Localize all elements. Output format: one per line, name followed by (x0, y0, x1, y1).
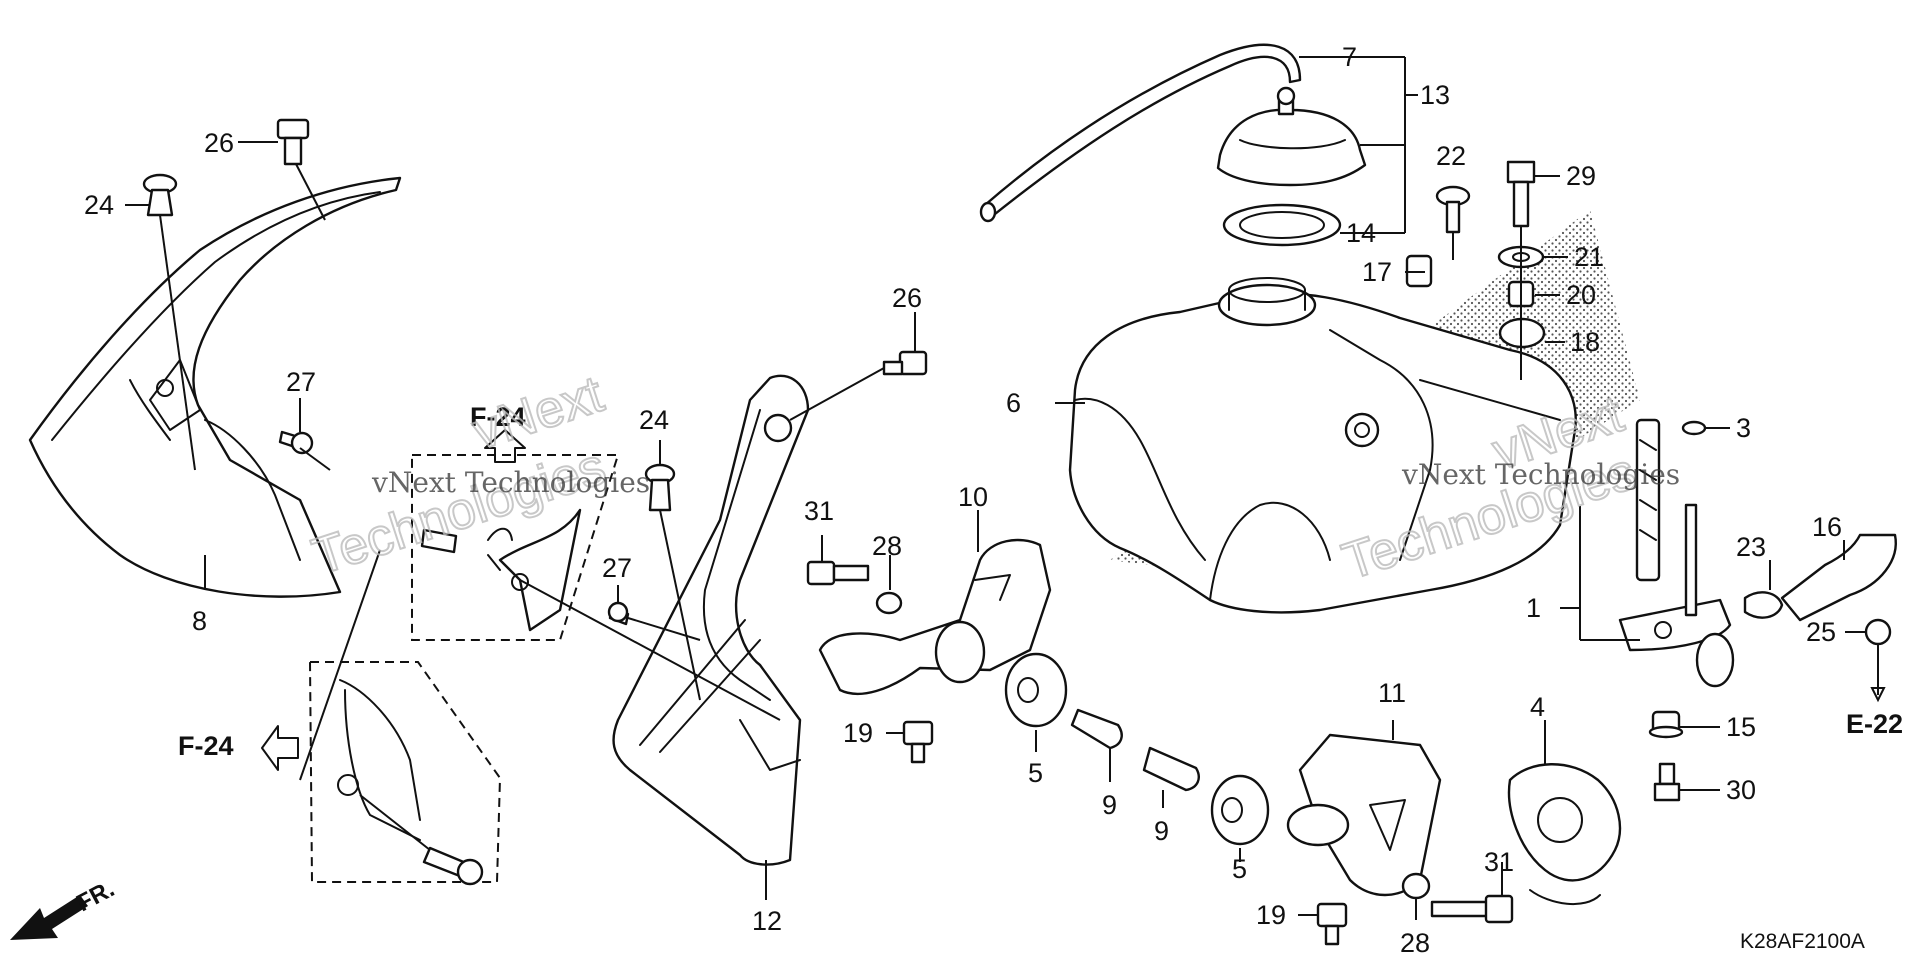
label-29: 29 (1566, 161, 1596, 191)
label-27-center: 27 (602, 553, 632, 583)
label-19-lower: 19 (1256, 900, 1286, 930)
label-25: 25 (1806, 617, 1836, 647)
bracket-part-11 (1286, 733, 1442, 897)
bolt-part-15 (1648, 710, 1684, 739)
cushion-part-5-lower (1210, 774, 1270, 846)
bolt-part-22 (1435, 185, 1471, 234)
diagram-code: K28AF2100A (1740, 930, 1865, 953)
bracket-part-10 (818, 538, 1052, 696)
label-9-upper: 9 (1102, 790, 1117, 820)
label-5-upper: 5 (1028, 758, 1043, 788)
svg-text:vNext Technologies: vNext Technologies (1401, 458, 1680, 491)
label-1: 1 (1526, 593, 1541, 623)
clamp-part-25 (1864, 618, 1892, 646)
washer-part-3 (1681, 420, 1707, 436)
bolt-part-19-lower (1316, 902, 1348, 946)
bolt-part-19-upper (902, 720, 934, 764)
label-28-upper: 28 (872, 531, 902, 561)
left-screw (359, 794, 484, 886)
label-30: 30 (1726, 775, 1756, 805)
left-shroud-part-8 (28, 176, 402, 598)
ref-f24-top: F-24 (470, 402, 526, 432)
label-6: 6 (1006, 388, 1021, 418)
clip-part-24-center (644, 463, 676, 512)
bolt-part-26-left (276, 118, 310, 166)
label-31-upper: 31 (804, 496, 834, 526)
label-21: 21 (1574, 242, 1604, 272)
label-7: 7 (1342, 42, 1357, 72)
label-23: 23 (1736, 532, 1766, 562)
screw-part-27-center (607, 601, 630, 626)
label-10: 10 (958, 482, 988, 512)
left-bracket-outline (308, 661, 502, 883)
label-8: 8 (192, 606, 207, 636)
label-31-lower: 31 (1484, 847, 1514, 877)
callout-labels: 7 13 14 22 17 29 21 20 18 3 6 1 16 23 25… (84, 42, 1842, 958)
watermark-left: vNext Technologies vNext Technologies (305, 364, 650, 587)
clip-part-23 (1743, 591, 1784, 619)
front-direction-arrow: FR. (10, 875, 119, 940)
bolt-part-26-center (882, 350, 928, 376)
label-27-left: 27 (286, 367, 316, 397)
breather-hose-part-7 (979, 43, 1302, 223)
label-3: 3 (1736, 413, 1751, 443)
bolt-part-31-upper (806, 560, 870, 586)
label-26-center: 26 (892, 283, 922, 313)
fuel-tank-part-6 (1068, 277, 1577, 614)
fuel-cap (1216, 86, 1367, 187)
label-28-lower: 28 (1400, 928, 1430, 958)
left-inner-bracket (337, 679, 421, 841)
label-15: 15 (1726, 712, 1756, 742)
f24-left-arrow (261, 725, 299, 771)
cushion-part-5-upper (1004, 652, 1068, 728)
f24-top-arrow (484, 429, 526, 463)
upper-inner-bracket (420, 508, 582, 632)
label-24-center: 24 (639, 405, 669, 435)
collar-part-9-upper (1070, 708, 1123, 750)
label-17: 17 (1362, 257, 1392, 287)
leader-lines (125, 56, 1886, 920)
label-12: 12 (752, 906, 782, 936)
label-4: 4 (1530, 692, 1545, 722)
upper-bracket-outline (411, 454, 620, 641)
label-24-left: 24 (84, 190, 114, 220)
clip-part-24-left (142, 173, 178, 217)
washer-part-28-upper (875, 591, 903, 615)
center-shroud-part-12 (612, 374, 810, 866)
label-11: 11 (1378, 678, 1406, 708)
label-9-lower: 9 (1154, 816, 1169, 846)
screw-part-27-left (278, 430, 314, 455)
svg-text:vNext Technologies: vNext Technologies (371, 466, 650, 499)
bolt-part-30 (1653, 762, 1681, 802)
label-20: 20 (1566, 280, 1596, 310)
ref-e22: E-22 (1846, 709, 1903, 739)
bolt-part-31-lower (1430, 894, 1514, 924)
label-19-upper: 19 (843, 718, 873, 748)
collar-part-9-lower (1142, 746, 1200, 792)
rubber-part-4 (1507, 763, 1622, 906)
label-14: 14 (1346, 218, 1376, 248)
label-16: 16 (1812, 512, 1842, 542)
label-26-left: 26 (204, 128, 234, 158)
fuel-hose-part-16 (1780, 533, 1897, 622)
bolt-part-29 (1506, 160, 1536, 228)
ref-f24-left: F-24 (178, 731, 234, 761)
label-5-lower: 5 (1232, 854, 1247, 884)
label-18: 18 (1570, 327, 1600, 357)
washer-part-28-lower (1401, 872, 1431, 900)
reference-labels: F-24 F-24 E-22 (178, 402, 1903, 771)
fuel-valve-part-1 (1618, 418, 1735, 688)
label-13: 13 (1420, 80, 1450, 110)
label-22: 22 (1436, 141, 1466, 171)
